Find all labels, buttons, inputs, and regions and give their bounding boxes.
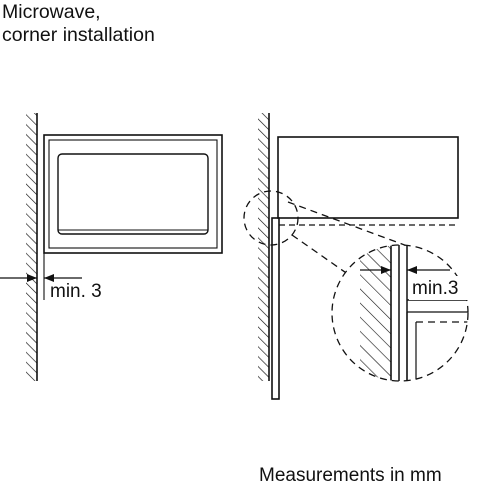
left-gap-label: min. 3	[50, 281, 102, 302]
title-line-2: corner installation	[2, 24, 155, 46]
right-view: min.3	[243, 113, 471, 400]
left-gap-dimension: min. 3	[0, 253, 102, 302]
title-line-1: Microwave,	[2, 1, 101, 23]
detail-gap-dimension: min.3	[360, 266, 471, 300]
right-wall	[258, 113, 270, 381]
microwave-side	[277, 136, 459, 226]
detail-magnified-view	[331, 244, 469, 382]
left-view: min. 3	[0, 113, 223, 381]
microwave-front	[43, 134, 223, 254]
detail-gap-label: min.3	[412, 278, 458, 299]
cabinet-side-panel	[271, 217, 280, 400]
measurement-units-note: Measurements in mm	[259, 465, 442, 483]
detail-callout	[243, 190, 411, 278]
left-wall	[26, 113, 38, 381]
figure-title: Microwave, corner installation	[2, 1, 155, 47]
